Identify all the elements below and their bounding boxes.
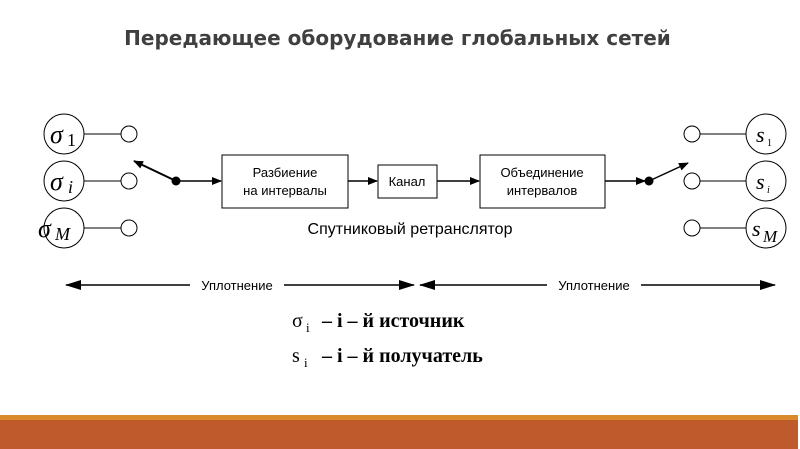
svg-text:– i – й источник: – i – й источник: [321, 310, 465, 332]
svg-text:s: s: [292, 345, 300, 367]
channel-block: Канал: [377, 164, 438, 199]
source-1: σ 1: [43, 113, 138, 155]
split-block: Разбиение на интервалы: [221, 154, 349, 209]
svg-text:i: i: [304, 355, 308, 370]
svg-text:Разбиение: Разбиение: [253, 165, 318, 180]
receiver-1: s 1: [683, 113, 787, 155]
svg-text:σ: σ: [50, 120, 64, 149]
legend-receiver: s i – i – й получатель: [292, 345, 483, 370]
svg-text:1: 1: [767, 138, 772, 149]
source-i: σ i: [43, 160, 138, 202]
svg-text:s: s: [756, 122, 765, 147]
right-switch: [648, 162, 689, 182]
svg-text:σ: σ: [292, 310, 303, 332]
svg-text:Канал: Канал: [389, 174, 426, 189]
receiver-i: s i: [683, 160, 787, 202]
svg-text:1: 1: [67, 130, 76, 150]
multiplex-label-right: Уплотнение: [558, 278, 629, 293]
svg-text:M: M: [54, 224, 71, 244]
svg-text:σ: σ: [50, 167, 64, 196]
svg-text:i: i: [68, 177, 73, 197]
svg-text:i: i: [306, 320, 310, 335]
merge-block: Объединение интервалов: [479, 154, 606, 209]
svg-text:i: i: [767, 185, 770, 196]
svg-text:на интервалы: на интервалы: [243, 183, 327, 198]
source-m: σ M: [38, 207, 138, 249]
satellite-label: Спутниковый ретранслятор: [308, 221, 513, 238]
svg-text:Объединение: Объединение: [500, 165, 583, 180]
multiplex-label-left: Уплотнение: [201, 278, 272, 293]
svg-text:s: s: [756, 169, 765, 194]
footer-stripe: [0, 420, 798, 449]
slide-title: Передающее оборудование глобальных сетей: [124, 26, 671, 50]
svg-text:s: s: [752, 216, 761, 241]
svg-text:M: M: [762, 227, 778, 246]
footer-stripe-accent: [0, 415, 798, 420]
svg-text:– i – й получатель: – i – й получатель: [321, 345, 483, 367]
left-switch-pivot: [171, 176, 181, 186]
svg-text:интервалов: интервалов: [507, 183, 578, 198]
receiver-m: s M: [683, 207, 787, 249]
legend-source: σ i – i – й источник: [292, 310, 465, 335]
left-switch: [133, 160, 177, 182]
svg-text:σ: σ: [38, 214, 52, 243]
